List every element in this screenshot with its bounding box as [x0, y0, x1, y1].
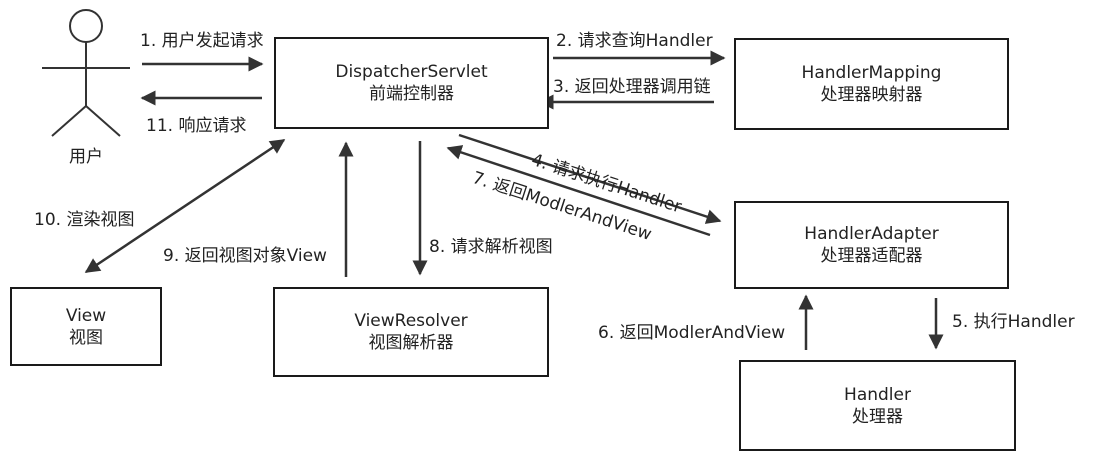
arrow-10 — [84, 138, 286, 274]
arrow-7 — [446, 145, 711, 237]
handler-box: Handler 处理器 — [739, 360, 1016, 451]
step-6-label: 6. 返回ModlerAndView — [598, 323, 786, 343]
handler-adapter-box: HandlerAdapter 处理器适配器 — [734, 201, 1009, 289]
view-title: View — [65, 305, 107, 326]
handler-mapping-box: HandlerMapping 处理器映射器 — [734, 38, 1009, 130]
step-8-label: 8. 请求解析视图 — [429, 237, 553, 257]
mapping-subtitle: 处理器映射器 — [820, 85, 923, 105]
step-3-label: 3. 返回处理器调用链 — [553, 77, 711, 97]
step-11-label: 11. 响应请求 — [146, 116, 247, 136]
mapping-title: HandlerMapping — [801, 63, 942, 83]
view-box: View 视图 — [10, 287, 162, 366]
view-subtitle: 视图 — [69, 327, 103, 348]
resolver-title: ViewResolver — [354, 311, 468, 331]
step-2-label: 2. 请求查询Handler — [556, 31, 713, 51]
dispatcher-servlet-box: DispatcherServlet 前端控制器 — [274, 37, 549, 129]
dispatcher-subtitle: 前端控制器 — [369, 84, 454, 104]
view-resolver-box: ViewResolver 视图解析器 — [273, 287, 549, 377]
user-actor-icon — [42, 9, 130, 137]
handler-title: Handler — [844, 384, 911, 405]
actor-label: 用户 — [69, 147, 103, 167]
step-9-label: 9. 返回视图对象View — [163, 246, 327, 266]
dispatcher-title: DispatcherServlet — [335, 62, 488, 82]
arrow-4 — [458, 133, 722, 224]
adapter-title: HandlerAdapter — [804, 224, 939, 244]
resolver-subtitle: 视图解析器 — [368, 333, 454, 353]
adapter-subtitle: 处理器适配器 — [820, 246, 923, 266]
step-5-label: 5. 执行Handler — [952, 312, 1075, 332]
step-1-label: 1. 用户发起请求 — [140, 31, 264, 51]
step-10-label: 10. 渲染视图 — [34, 210, 135, 230]
handler-subtitle: 处理器 — [852, 406, 903, 427]
